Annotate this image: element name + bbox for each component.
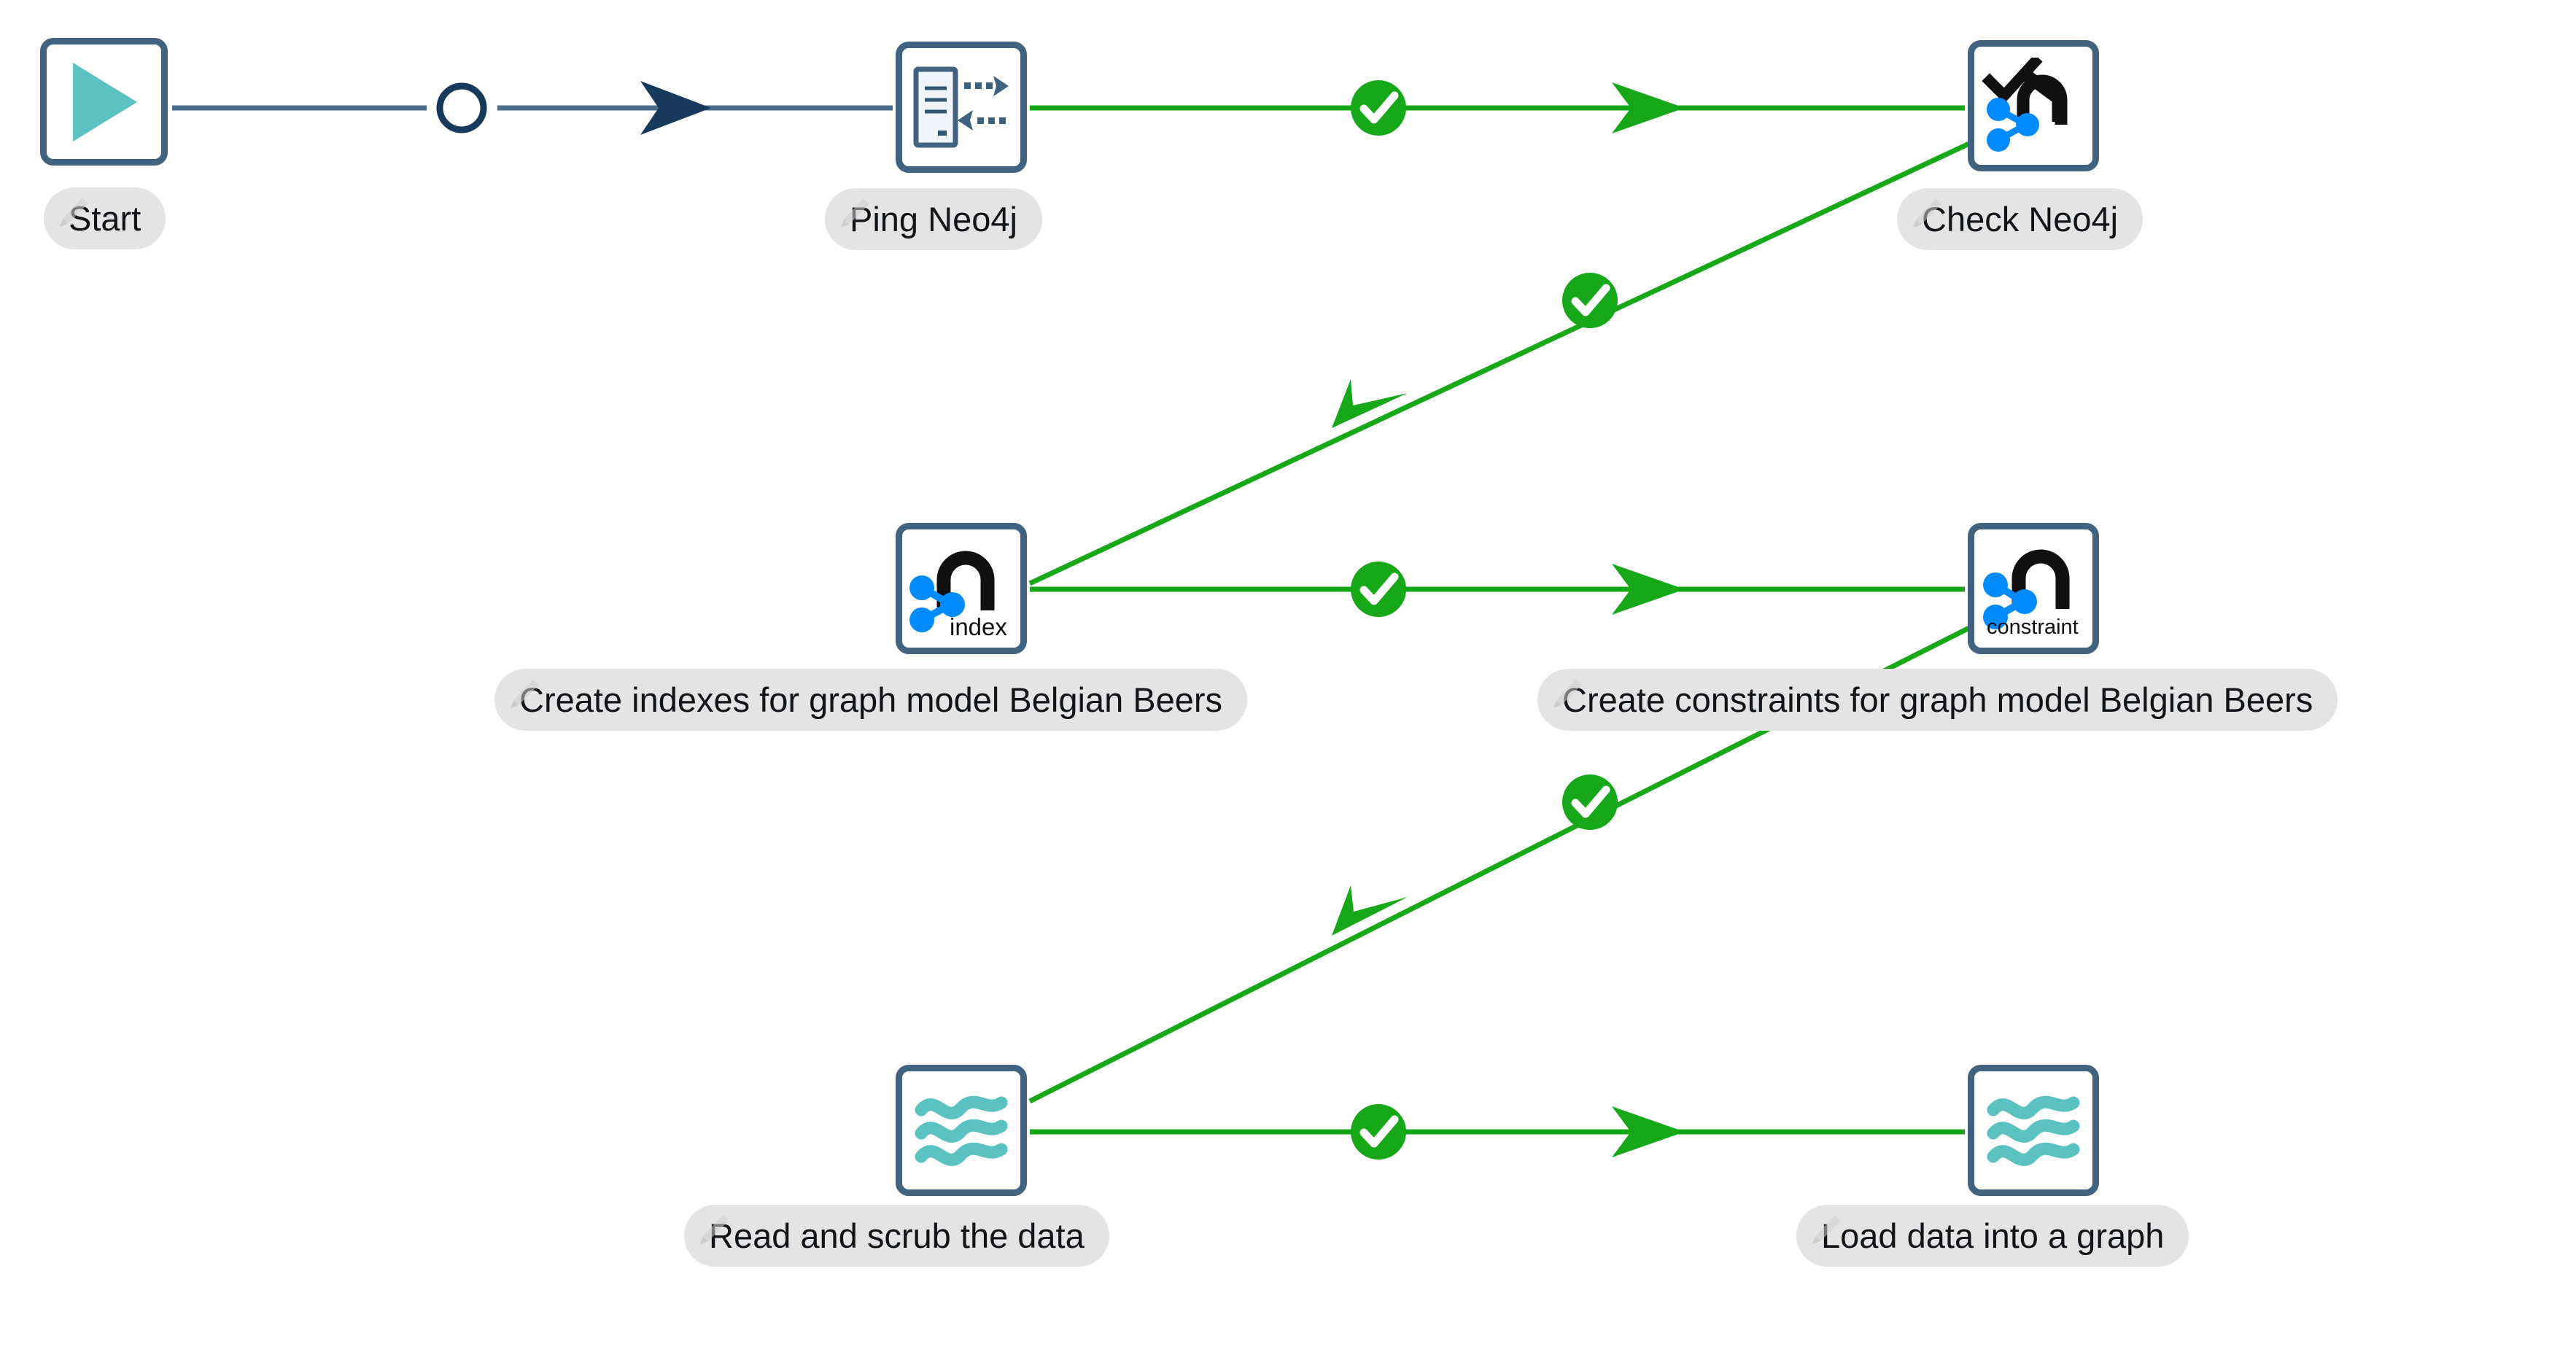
edit-pencil-icon <box>1812 1215 1841 1244</box>
edge-start-to-ping[interactable] <box>172 81 893 135</box>
node-label-create-constraints[interactable]: Create constraints for graph model Belgi… <box>1537 669 2338 731</box>
node-create-indexes[interactable]: index <box>896 523 1027 654</box>
node-label-ping-neo4j[interactable]: Ping Neo4j <box>825 188 1042 250</box>
arrowhead-green <box>1612 564 1685 615</box>
node-label-text: Create indexes for graph model Belgian B… <box>519 680 1223 719</box>
arrowhead-green <box>1332 885 1408 936</box>
node-label-read-scrub[interactable]: Read and scrub the data <box>684 1205 1109 1267</box>
node-create-constraints[interactable]: constraint <box>1968 523 2099 654</box>
edge-indexes-to-constraints[interactable] <box>1030 564 1965 615</box>
arrowhead-navy <box>640 81 711 135</box>
node-label-text: Check Neo4j <box>1922 200 2119 238</box>
node-label-text: Read and scrub the data <box>709 1216 1085 1255</box>
data-waves-icon <box>915 1095 1008 1166</box>
node-start[interactable] <box>40 38 168 166</box>
server-ping-icon <box>913 66 1009 148</box>
status-badge-constraints-to-read[interactable] <box>1562 774 1618 830</box>
node-read-scrub[interactable] <box>896 1065 1027 1196</box>
edge-check-to-indexes[interactable] <box>1028 140 1972 586</box>
node-label-create-indexes[interactable]: Create indexes for graph model Belgian B… <box>494 669 1248 731</box>
neo4j-index-icon: index <box>909 551 1007 640</box>
node-ping-neo4j[interactable] <box>896 42 1027 173</box>
edit-pencil-icon <box>700 1215 729 1244</box>
arrowhead-green <box>1612 82 1685 133</box>
icon-caption-index: index <box>950 613 1007 640</box>
node-label-text: Ping Neo4j <box>850 200 1017 238</box>
arrowhead-green <box>1332 379 1408 428</box>
play-triangle-icon <box>72 62 137 141</box>
edge-read-to-load[interactable] <box>1030 1106 1965 1157</box>
neo4j-constraint-icon: constraint <box>1983 549 2079 639</box>
node-label-check-neo4j[interactable]: Check Neo4j <box>1897 188 2144 250</box>
edit-pencil-icon <box>1913 198 1941 228</box>
node-load-graph[interactable] <box>1968 1065 2099 1196</box>
edit-pencil-icon <box>511 679 539 708</box>
node-label-text: Create constraints for graph model Belgi… <box>1562 680 2313 719</box>
neo4j-check-icon <box>1982 58 2068 152</box>
edit-pencil-icon <box>60 198 88 227</box>
edge-ping-to-check[interactable] <box>1030 82 1965 133</box>
hop-circle-marker <box>436 82 487 133</box>
node-check-neo4j[interactable] <box>1968 40 2099 171</box>
edit-pencil-icon <box>841 198 869 228</box>
node-label-text: Load data into a graph <box>1821 1216 2165 1255</box>
edit-pencil-icon <box>1553 679 1582 708</box>
icon-caption-constraint: constraint <box>1987 616 2079 639</box>
node-label-start[interactable]: Start <box>44 187 166 249</box>
status-badge-indexes-to-constraints[interactable] <box>1351 562 1406 617</box>
node-label-load-graph[interactable]: Load data into a graph <box>1796 1205 2189 1267</box>
status-badge-read-to-load[interactable] <box>1351 1104 1406 1160</box>
data-waves-icon <box>1987 1095 2080 1166</box>
status-badge-ping-to-check[interactable] <box>1351 80 1406 136</box>
arrowhead-green <box>1612 1106 1685 1157</box>
status-badge-check-to-indexes[interactable] <box>1562 273 1618 328</box>
